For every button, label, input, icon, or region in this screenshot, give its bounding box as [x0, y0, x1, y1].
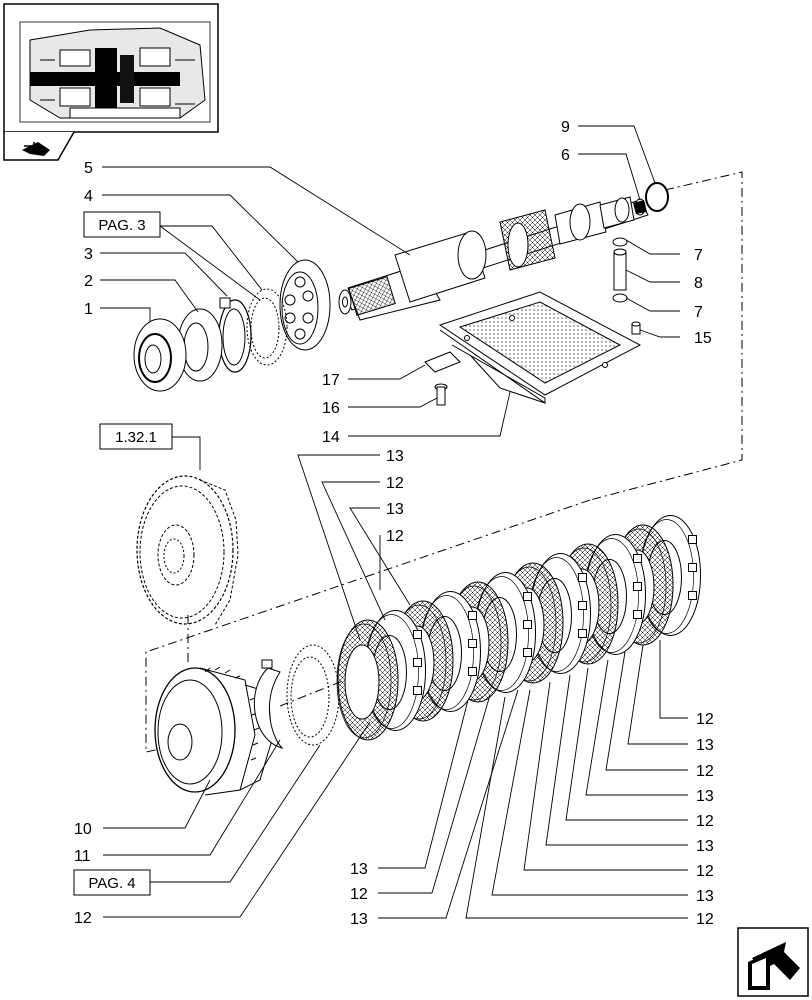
callout-6: 6 [561, 147, 570, 164]
bearing-4 [279, 259, 331, 351]
callout-15: 15 [694, 330, 712, 347]
callout-13: 13 [386, 501, 404, 518]
dowel-15 [631, 321, 641, 335]
next-page-arrow-icon[interactable] [737, 927, 809, 997]
callout-4: 4 [84, 188, 93, 205]
ring-pag3 [246, 288, 288, 366]
callout-7-top: 7 [694, 247, 703, 264]
spacer-2 [177, 308, 223, 382]
snap-ring-11 [253, 659, 284, 749]
callout-13: 13 [696, 838, 714, 855]
callout-9: 9 [561, 119, 570, 136]
callout-12: 12 [696, 711, 714, 728]
snap-ring-3 [218, 297, 252, 373]
callout-13: 13 [350, 861, 368, 878]
ring-pag4 [286, 644, 340, 746]
pin-8 [612, 237, 628, 303]
svg-text:1.32.1: 1.32.1 [115, 429, 157, 446]
callout-8: 8 [694, 275, 703, 292]
callout-1: 1 [84, 301, 93, 318]
seal-1 [133, 318, 187, 392]
callout-10: 10 [74, 821, 92, 838]
callout-12: 12 [696, 763, 714, 780]
plate-17 [424, 351, 461, 373]
ref-box-1321[interactable]: 1.32.1 [99, 423, 173, 450]
callout-12: 12 [350, 886, 368, 903]
callout-13: 13 [696, 737, 714, 754]
o-ring-9 [645, 182, 669, 212]
assembly-boundary [145, 171, 743, 753]
callout-12: 12 [696, 911, 714, 928]
callout-12: 12 [386, 475, 404, 492]
clutch-disc-stack [336, 515, 701, 741]
main-shaft [338, 196, 649, 321]
callout-13: 13 [696, 888, 714, 905]
callout-16: 16 [322, 400, 340, 417]
callout-13: 13 [386, 448, 404, 465]
callout-14: 14 [322, 429, 340, 446]
gear-ref-1321 [136, 475, 239, 626]
callouts: 5 4 3 2 1 9 6 7 8 7 15 17 16 14 13 12 13… [74, 119, 714, 928]
callout-7-bottom: 7 [694, 304, 703, 321]
thumbnail-frame [3, 3, 219, 161]
leader-lines [100, 125, 688, 919]
gear-10 [154, 666, 273, 796]
callout-2: 2 [84, 273, 93, 290]
svg-text:PAG. 4: PAG. 4 [88, 875, 135, 892]
cover-gasket-14 [438, 291, 642, 404]
callout-11: 11 [74, 848, 91, 865]
callout-12: 12 [74, 910, 92, 927]
callout-5: 5 [84, 160, 93, 177]
arrow-right-icon [22, 142, 50, 156]
callout-17: 17 [322, 372, 340, 389]
callout-13: 13 [350, 911, 368, 928]
callout-12: 12 [696, 863, 714, 880]
disc-axis [279, 679, 346, 707]
callout-12: 12 [696, 813, 714, 830]
friction-disc [336, 619, 399, 741]
ref-box-pag3[interactable]: PAG. 3 [83, 211, 161, 238]
svg-text:PAG. 3: PAG. 3 [98, 217, 145, 234]
callout-12: 12 [386, 528, 404, 545]
ref-box-pag4[interactable]: PAG. 4 [73, 869, 151, 896]
callout-3: 3 [84, 246, 93, 263]
callout-13: 13 [696, 788, 714, 805]
bolt-16 [434, 383, 448, 406]
transmission-section-thumbnail [19, 21, 211, 123]
